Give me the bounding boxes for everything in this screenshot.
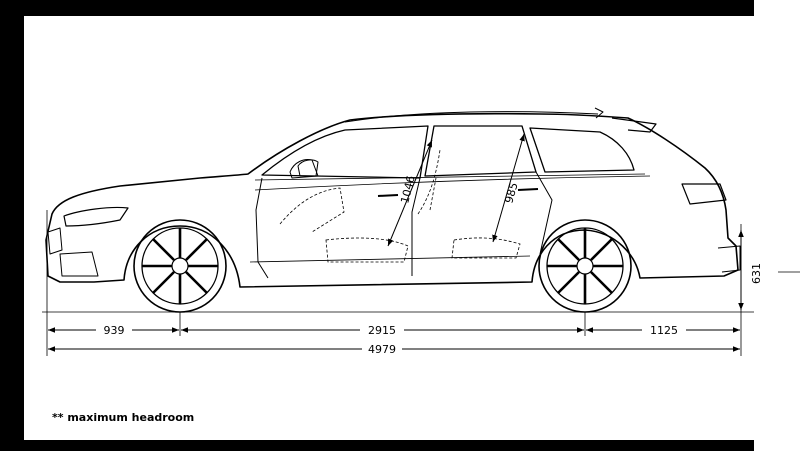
overall-length-label: 4979 — [368, 343, 396, 356]
front-headroom-arrow — [387, 139, 433, 247]
rear-headroom-arrow — [492, 133, 525, 243]
rear-wheel — [538, 219, 632, 313]
front-wheel — [133, 219, 227, 313]
front-overhang-label: 939 — [104, 324, 125, 337]
side-strip — [754, 0, 800, 451]
car-body-outline — [45, 107, 741, 288]
wheelbase-label: 2915 — [368, 324, 396, 337]
footnote: ** maximum headroom — [52, 411, 195, 424]
rear-overhang-label: 1125 — [650, 324, 678, 337]
rear-headroom-label: 985 — [502, 181, 520, 205]
interior-seats — [279, 149, 521, 263]
height-label: 631 — [750, 263, 763, 284]
